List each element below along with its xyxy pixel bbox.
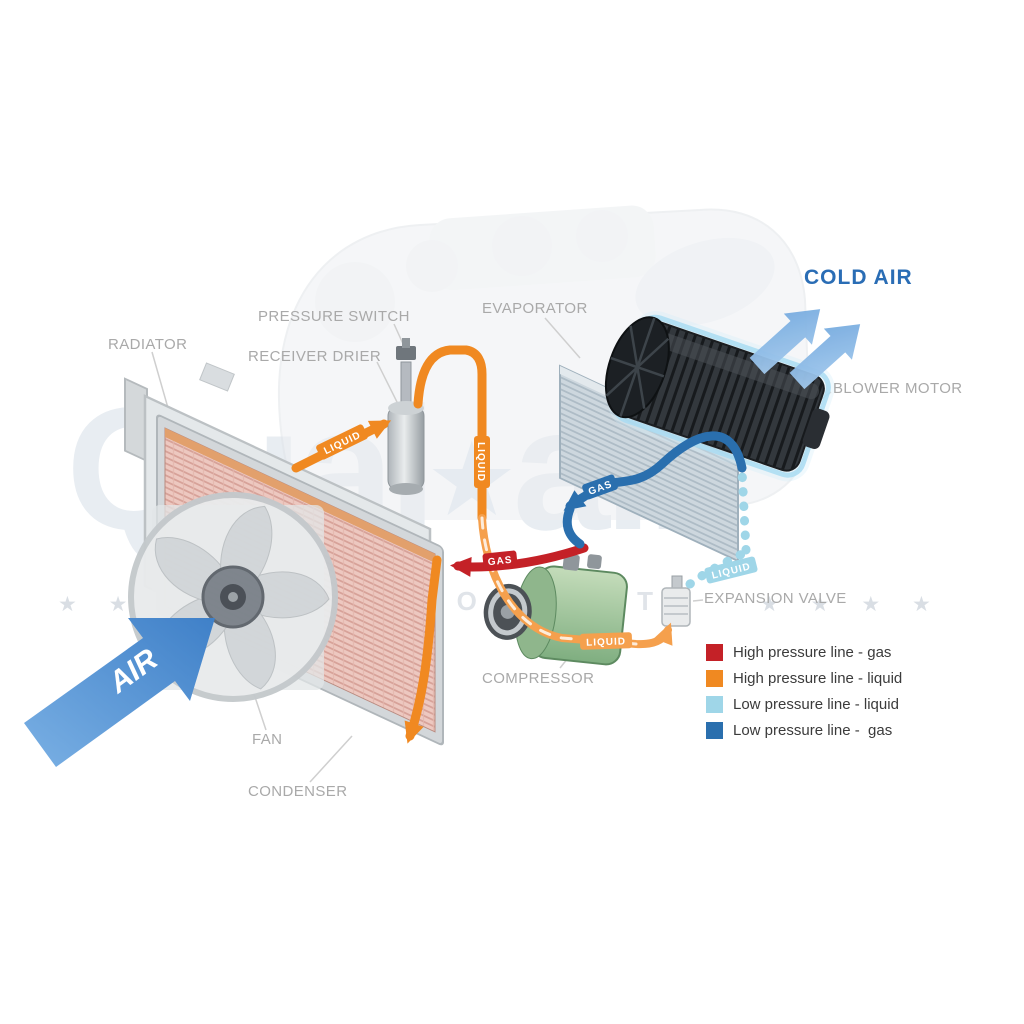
cold-air-arrow-icon <box>789 324 861 390</box>
label-expansion-valve: EXPANSION VALVE <box>704 590 847 607</box>
pipe-liquid-line <box>413 345 487 523</box>
pipe-label-liquid-top: LIQUID <box>474 436 490 488</box>
legend-swatch-high-liquid <box>706 670 723 687</box>
pipe-high-pressure-gas <box>450 543 589 577</box>
label-cold-air: COLD AIR <box>804 266 913 289</box>
label-receiver-drier: RECEIVER DRIER <box>248 348 382 365</box>
label-evaporator: EVAPORATOR <box>482 300 588 317</box>
svg-text:LIQUID: LIQUID <box>586 636 626 648</box>
pipe-label-liquid-valve: LIQUID <box>579 632 633 650</box>
label-radiator: RADIATOR <box>108 336 188 353</box>
legend-swatch-low-liquid <box>706 696 723 713</box>
legend-swatch-high-gas <box>706 644 723 661</box>
legend-swatch-low-gas <box>706 722 723 739</box>
pressure-switch <box>396 346 416 360</box>
legend-label-low-gas: Low pressure line - gas <box>733 722 893 739</box>
watermark-stars-right: ★ ★ ★ ★ <box>760 593 944 616</box>
pipe-condenser-flow <box>404 555 442 744</box>
blower-motor <box>604 311 835 482</box>
pipe-liquid-to-expansion-valve-dashes <box>480 516 638 646</box>
label-pressure-switch: PRESSURE SWITCH <box>258 308 410 325</box>
cold-air-arrows <box>749 309 861 390</box>
legend-label-high-gas: High pressure line - gas <box>733 644 892 661</box>
legend-item-low-liquid: Low pressure line - liquid <box>706 696 902 713</box>
label-fan: FAN <box>252 731 283 748</box>
legend-item-high-gas: High pressure line - gas <box>706 644 902 661</box>
label-condenser: CONDENSER <box>248 783 348 800</box>
air-arrow: AIR <box>24 618 215 767</box>
legend-label-low-liquid: Low pressure line - liquid <box>733 696 899 713</box>
pipe-low-pressure-gas-to-compressor <box>562 504 585 549</box>
legend-item-high-liquid: High pressure line - liquid <box>706 670 902 687</box>
receiver-drier <box>387 338 425 495</box>
legend: High pressure line - gas High pressure l… <box>706 644 902 748</box>
svg-text:LIQUID: LIQUID <box>475 442 486 482</box>
compressor-port <box>562 553 580 571</box>
legend-label-high-liquid: High pressure line - liquid <box>733 670 903 687</box>
svg-text:GAS: GAS <box>487 555 513 569</box>
radiator-bracket <box>199 362 235 392</box>
label-compressor: COMPRESSOR <box>482 670 595 687</box>
pipe-low-pressure-gas <box>563 431 747 511</box>
legend-item-low-gas: Low pressure line - gas <box>706 722 902 739</box>
expansion-valve <box>661 575 691 627</box>
compressor-port <box>587 554 602 570</box>
label-blower-motor: BLOWER MOTOR <box>833 380 963 397</box>
pipe-label-gas-high: GAS <box>482 550 518 570</box>
cold-air-arrow-icon <box>749 309 821 375</box>
